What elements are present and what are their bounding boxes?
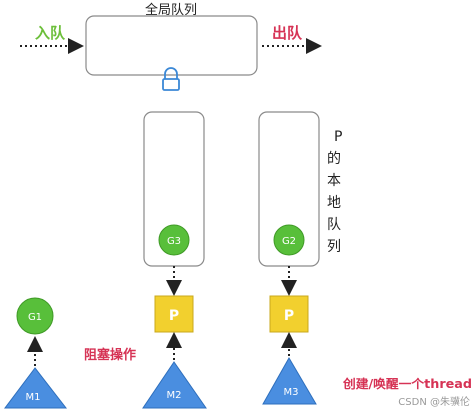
blocking-operation-annotation: 阻塞操作 [84,347,136,363]
machine-m2 [142,361,207,409]
goroutine-g3 [158,224,190,256]
processor-p-right [269,295,309,333]
dequeue-label: 出队 [272,24,303,42]
processor-p-right-label: P [284,308,294,324]
machine-m2-label: M2 [167,390,182,401]
goroutine-g3-label: G3 [167,236,181,247]
local-queue-label-char: 队 [327,217,341,233]
local-queue-label-char: P [334,129,342,145]
global-queue-box [85,15,258,76]
goroutine-g1 [16,297,54,335]
local-queue-label-char: 本 [327,173,341,189]
lock-icon [162,67,180,91]
local-queue-label-char: 的 [327,151,341,167]
goroutine-g1-label: G1 [28,312,42,323]
goroutine-g2 [273,224,305,256]
local-queue-label-char: 列 [327,239,341,255]
watermark: CSDN @朱骥伦 [398,395,470,408]
machine-m1 [4,367,68,409]
machine-m1-label: M1 [26,392,41,403]
local-queue-label: P 的 本 地 队 列 [327,129,342,255]
machine-m3-label: M3 [284,387,299,398]
local-queue-label-char: 地 [327,195,341,211]
processor-p-left-label: P [169,308,179,324]
machine-m3 [262,356,317,405]
create-wake-thread-annotation: 创建/唤醒一个thread [342,376,472,391]
enqueue-label: 入队 [35,24,66,42]
global-queue-title: 全局队列 [145,2,197,18]
processor-p-left [154,295,194,333]
goroutine-g2-label: G2 [282,236,296,247]
